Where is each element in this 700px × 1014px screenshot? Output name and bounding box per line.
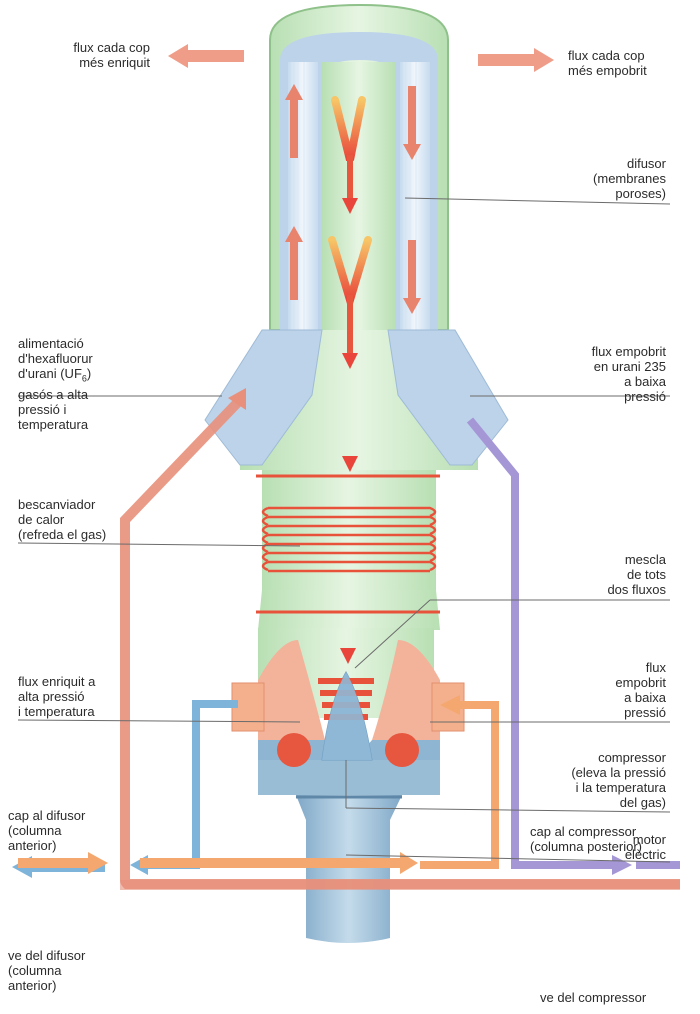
label-compressor: compressor (eleva la pressió i la temper… — [571, 750, 666, 810]
rotor-left — [277, 733, 311, 767]
label-heat-exchanger: bescanviador de calor (refreda el gas) — [18, 497, 107, 542]
label-from-diffuser: ve del difusor (columna anterior) — [8, 948, 86, 993]
top-left-arrow-icon — [168, 44, 244, 68]
electric-motor — [296, 795, 402, 943]
feed-orange-pipe — [420, 701, 499, 869]
compressor-housing-left — [258, 640, 325, 740]
label-from-compressor: ve del compressor — [540, 990, 647, 1005]
label-mix: mescla de tots dos fluxos — [607, 552, 666, 597]
from-diffuser-pipe — [18, 858, 88, 868]
heat-exchanger-coil — [261, 506, 437, 573]
flow-arrows-down — [328, 96, 372, 664]
depleted-pipe — [466, 417, 620, 869]
label-to-compressor: cap al compressor (columna posterior) — [530, 824, 642, 854]
label-motor: motor elèctric — [624, 832, 666, 862]
label-depleted-flow: flux empobrit a baixa pressió — [615, 660, 666, 720]
label-diffuser: difusor (membranes poroses) — [593, 156, 666, 201]
label-top-right: flux cada cop més empobrit — [568, 48, 647, 78]
depleted-pipe-arrowhead — [612, 855, 632, 875]
label-top-left: flux cada cop més enriquit — [73, 40, 150, 70]
enriched-pipe-arrowhead — [228, 388, 246, 410]
leader-lines — [17, 197, 671, 863]
top-right-arrow-icon — [478, 48, 554, 72]
compressor-body — [258, 760, 440, 795]
label-feed: alimentació d'hexafluorur d'urani (UF6) … — [18, 336, 93, 432]
return-blue-pipe — [145, 700, 238, 869]
wing-left — [204, 329, 323, 466]
diffuser-cavity — [280, 32, 438, 330]
label-to-diffuser: cap al difusor (columna anterior) — [8, 808, 86, 853]
compressor-housing-right — [372, 640, 440, 740]
label-enriched-high: flux enriquit a alta pressió i temperatu… — [18, 674, 96, 719]
rotor-right — [385, 733, 419, 767]
label-depleted-low: flux empobrit en urani 235 a baixa press… — [591, 344, 666, 404]
membrane-flow-arrows — [285, 84, 421, 314]
